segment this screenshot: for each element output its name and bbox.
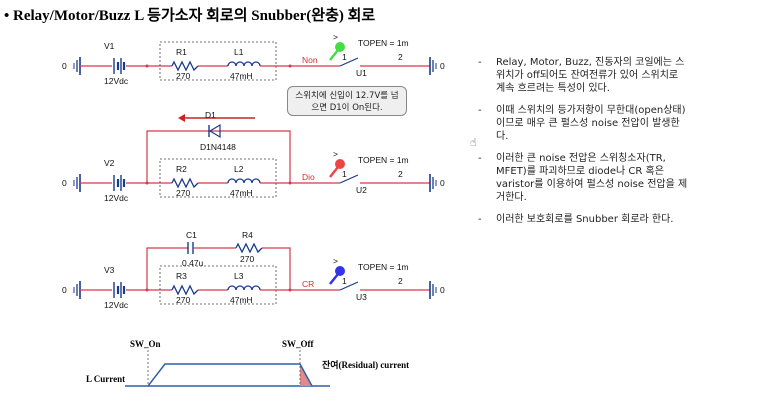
voltage-probe-icon: > xyxy=(329,149,345,178)
sw-on-label: SW_On xyxy=(130,339,161,349)
diode-callout: 스위치에 신입이 12.7V를 넘으면 D1이 On된다. xyxy=(287,86,407,116)
topen-label: TOPEN = 1m xyxy=(358,262,409,272)
source-value: 12Vdc xyxy=(104,300,129,310)
resistor-label: R3 xyxy=(176,271,187,281)
ground-label: 0 xyxy=(440,285,445,295)
resistor-value: 270 xyxy=(176,71,190,81)
residual-label: 잔여(Residual) current xyxy=(322,359,409,370)
inductor-label: L2 xyxy=(234,164,244,174)
ground-symbol xyxy=(429,57,437,75)
voltage-probe-icon: > xyxy=(329,32,345,61)
capacitor-value: 0.47u xyxy=(182,258,204,268)
ground-symbol xyxy=(429,281,437,299)
resistor-label: R2 xyxy=(176,164,187,174)
resistor-symbol xyxy=(171,177,199,189)
resistor-symbol xyxy=(235,242,263,254)
ground-label: 0 xyxy=(62,178,67,188)
ground-label: 0 xyxy=(62,285,67,295)
inductor-label: L1 xyxy=(234,47,244,57)
snubber-resistor-value: 270 xyxy=(240,254,254,264)
pin2-label: 2 xyxy=(398,276,403,286)
note-item: 이때 스위치의 등가저항이 무한대(open상태)이므로 매우 큰 펄스성 no… xyxy=(476,104,690,143)
switch-label: U3 xyxy=(356,292,367,302)
source-label: V2 xyxy=(104,158,115,168)
topen-label: TOPEN = 1m xyxy=(358,38,409,48)
note-item: 이러한 큰 noise 전압은 스위칭소자(TR, MFET)를 파괴하므로 d… xyxy=(476,152,690,204)
pin1-label: 1 xyxy=(342,276,347,286)
switch-symbol xyxy=(339,174,359,184)
current-arrow-icon xyxy=(178,114,185,122)
switch-symbol xyxy=(339,281,359,291)
note-item: 이러한 보호회로를 Snubber 회로라 한다. xyxy=(476,213,690,226)
net-label: Non xyxy=(302,55,318,65)
circuit-row-1: 0 V1 12Vdc R1 270 L1 47mH Non 1 2U1 TOPEN = 1m 0 > xyxy=(62,32,445,86)
pin2-label: 2 xyxy=(398,52,403,62)
diode-part: D1N4148 xyxy=(200,142,236,152)
switch-symbol xyxy=(339,57,359,67)
diode-symbol xyxy=(208,123,221,139)
inductor-label: L3 xyxy=(234,271,244,281)
source-value: 12Vdc xyxy=(104,193,129,203)
resistor-label: R1 xyxy=(176,47,187,57)
coil-equivalent-box xyxy=(159,41,277,81)
inductor-symbol xyxy=(227,61,261,67)
svg-text:>: > xyxy=(333,149,338,159)
source-value: 12Vdc xyxy=(104,76,129,86)
switch-label: U2 xyxy=(356,185,367,195)
voltage-probe-icon: > xyxy=(329,256,345,285)
diode-label: D1 xyxy=(205,110,216,120)
resistor-symbol xyxy=(171,284,199,296)
svg-text:>: > xyxy=(333,256,338,266)
ground-label: 0 xyxy=(440,178,445,188)
slide-title: • Relay/Motor/Buzz L 등가소자 회로의 Snubber(완충… xyxy=(4,8,376,24)
sw-off-label: SW_Off xyxy=(282,339,315,349)
source-label: V3 xyxy=(104,265,115,275)
topen-label: TOPEN = 1m xyxy=(358,155,409,165)
circuit-row-2: 0 V2 12Vdc R2 270 L2 47mH Dio 1 2U2 TOPEN = 1m 0 > xyxy=(62,149,445,203)
inductor-value: 47mH xyxy=(230,71,253,81)
ground-symbol xyxy=(73,281,81,299)
pin1-label: 1 xyxy=(342,169,347,179)
snubber-resistor-label: R4 xyxy=(242,230,253,240)
ground-label: 0 xyxy=(62,61,67,71)
note-item: Relay, Motor, Buzz, 진동자의 코일에는 스위치가 off되어… xyxy=(476,56,690,95)
source-label: V1 xyxy=(104,41,115,51)
inductor-value: 47mH xyxy=(230,188,253,198)
ground-symbol xyxy=(73,174,81,192)
coil-equivalent-box xyxy=(159,158,277,198)
resistor-value: 270 xyxy=(176,188,190,198)
switch-label: U1 xyxy=(356,68,367,78)
ground-label: 0 xyxy=(440,61,445,71)
svg-text:>: > xyxy=(333,32,338,42)
resistor-symbol xyxy=(171,60,199,72)
resistor-value: 270 xyxy=(176,295,190,305)
explanation-notes: Relay, Motor, Buzz, 진동자의 코일에는 스위치가 off되어… xyxy=(476,56,690,235)
current-waveform: SW_On SW_Off L Current 잔여(Residual) curr… xyxy=(86,339,409,387)
ground-symbol xyxy=(429,174,437,192)
hand-cursor-icon: ☝ xyxy=(470,137,477,149)
pin2-label: 2 xyxy=(398,169,403,179)
l-current-label: L Current xyxy=(86,374,125,384)
inductor-value: 47mH xyxy=(230,295,253,305)
net-label: CR xyxy=(302,279,314,289)
ground-symbol xyxy=(73,57,81,75)
coil-equivalent-box xyxy=(159,265,277,305)
snubber-branch: C1 0.47u R4 270 xyxy=(146,230,291,290)
inductor-symbol xyxy=(227,178,261,184)
capacitor-label: C1 xyxy=(186,230,197,240)
pin1-label: 1 xyxy=(342,52,347,62)
net-label: Dio xyxy=(302,172,315,182)
inductor-symbol xyxy=(227,285,261,291)
current-trace xyxy=(147,363,313,387)
